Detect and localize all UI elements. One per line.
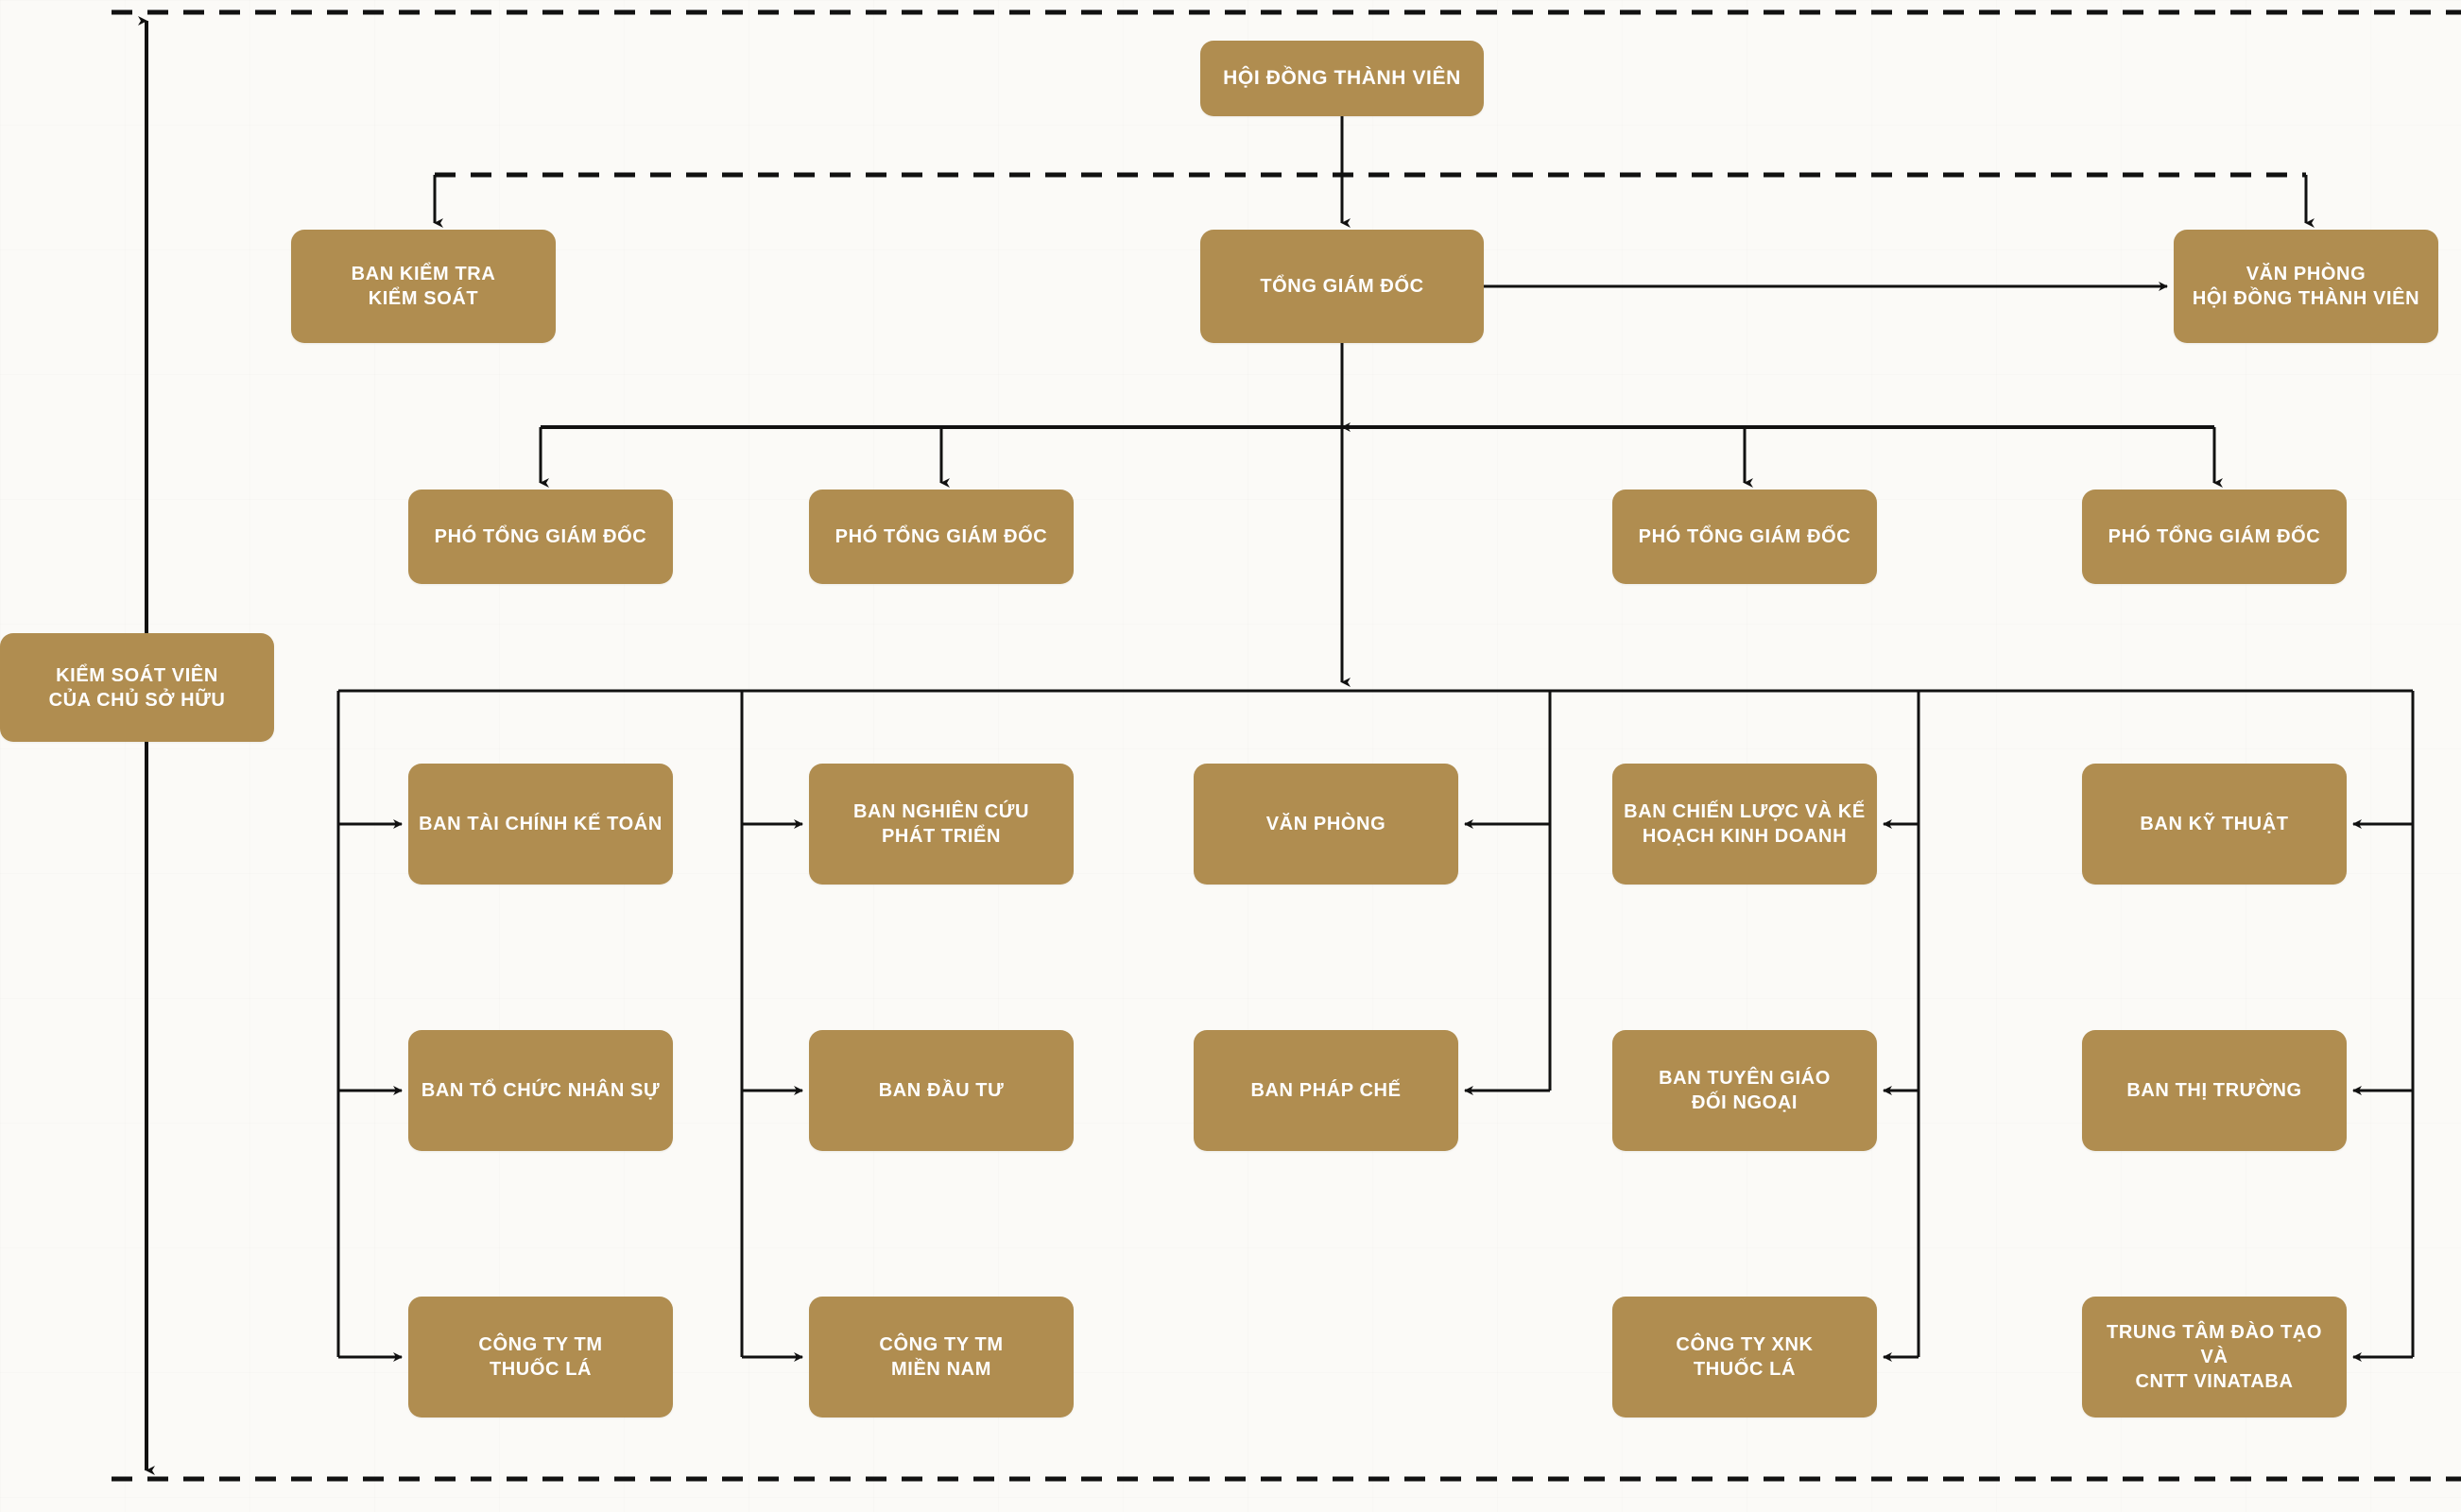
- node-cong-ty-tm-mien-nam[interactable]: CÔNG TY TM MIỀN NAM: [809, 1297, 1074, 1418]
- node-ban-chien-luoc-va-ke-hoach-kinh-doanh[interactable]: BAN CHIẾN LƯỢC VÀ KẾ HOẠCH KINH DOANH: [1612, 764, 1877, 885]
- node-ban-tuyen-giao-doi-ngoai[interactable]: BAN TUYÊN GIÁO ĐỐI NGOẠI: [1612, 1030, 1877, 1151]
- node-kiem-soat-vien-cua-chu-so-huu[interactable]: KIỂM SOÁT VIÊN CỦA CHỦ SỞ HỮU: [0, 633, 274, 742]
- node-ban-nghien-cuu-phat-trien[interactable]: BAN NGHIÊN CỨU PHÁT TRIỂN: [809, 764, 1074, 885]
- node-cong-ty-tm-thuoc-la[interactable]: CÔNG TY TM THUỐC LÁ: [408, 1297, 673, 1418]
- node-van-phong-hoi-dong-thanh-vien[interactable]: VĂN PHÒNG HỘI ĐỒNG THÀNH VIÊN: [2174, 230, 2438, 343]
- node-trung-tam-dao-tao-va-cntt-vinataba[interactable]: TRUNG TÂM ĐÀO TẠO VÀ CNTT VINATABA: [2082, 1297, 2347, 1418]
- node-pho-tong-giam-doc-1[interactable]: PHÓ TỔNG GIÁM ĐỐC: [408, 490, 673, 584]
- node-ban-to-chuc-nhan-su[interactable]: BAN TỔ CHỨC NHÂN SỰ: [408, 1030, 673, 1151]
- node-cong-ty-xnk-thuoc-la[interactable]: CÔNG TY XNK THUỐC LÁ: [1612, 1297, 1877, 1418]
- node-ban-phap-che[interactable]: BAN PHÁP CHẾ: [1194, 1030, 1458, 1151]
- node-ban-dau-tu[interactable]: BAN ĐẦU TƯ: [809, 1030, 1074, 1151]
- node-van-phong[interactable]: VĂN PHÒNG: [1194, 764, 1458, 885]
- node-ban-ky-thuat[interactable]: BAN KỸ THUẬT: [2082, 764, 2347, 885]
- node-pho-tong-giam-doc-4[interactable]: PHÓ TỔNG GIÁM ĐỐC: [2082, 490, 2347, 584]
- node-ban-kiem-tra-kiem-soat[interactable]: BAN KIỂM TRA KIỂM SOÁT: [291, 230, 556, 343]
- node-ban-tai-chinh-ke-toan[interactable]: BAN TÀI CHÍNH KẾ TOÁN: [408, 764, 673, 885]
- node-pho-tong-giam-doc-2[interactable]: PHÓ TỔNG GIÁM ĐỐC: [809, 490, 1074, 584]
- node-ban-thi-truong[interactable]: BAN THỊ TRƯỜNG: [2082, 1030, 2347, 1151]
- node-pho-tong-giam-doc-3[interactable]: PHÓ TỔNG GIÁM ĐỐC: [1612, 490, 1877, 584]
- node-hoi-dong-thanh-vien[interactable]: HỘI ĐỒNG THÀNH VIÊN: [1200, 41, 1484, 116]
- node-tong-giam-doc[interactable]: TỔNG GIÁM ĐỐC: [1200, 230, 1484, 343]
